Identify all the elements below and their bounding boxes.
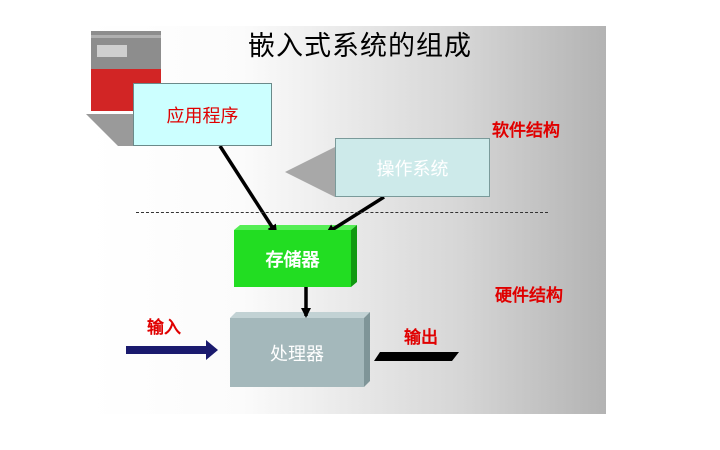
slide-title: 嵌入式系统的组成 [248, 31, 472, 62]
os-box-label: 操作系统 [376, 158, 449, 180]
application-box-label: 应用程序 [166, 105, 239, 127]
output-label: 输出 [404, 328, 438, 348]
arrow-application-to-memory [218, 145, 278, 235]
hardware-structure-label: 硬件结构 [495, 286, 563, 306]
processor-box-top [230, 312, 370, 318]
os-box-shadow [285, 147, 335, 197]
book-shadow [86, 114, 133, 146]
os-box: 操作系统 [335, 138, 490, 197]
input-label: 输入 [147, 318, 181, 338]
memory-box-label: 存储器 [265, 249, 320, 271]
book-cover-stripe [91, 35, 161, 38]
processor-box: 处理器 [230, 318, 364, 387]
processor-box-side [364, 312, 370, 387]
book-cover-title-strip [97, 45, 127, 57]
memory-box-side [351, 225, 357, 287]
arrow-os-to-memory [325, 195, 385, 235]
application-box: 应用程序 [133, 83, 272, 146]
memory-box: 存储器 [234, 230, 351, 287]
output-bar-body [374, 352, 459, 361]
software-hardware-divider [136, 212, 548, 213]
processor-box-label: 处理器 [270, 343, 324, 365]
software-structure-label: 软件结构 [492, 121, 560, 141]
input-arrow [126, 340, 218, 360]
